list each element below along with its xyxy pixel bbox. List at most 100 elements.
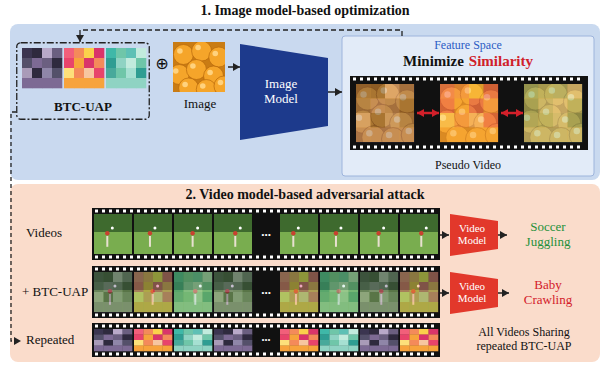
patch-cell (299, 302, 309, 312)
player-body (149, 236, 151, 247)
sprocket-hole (361, 268, 364, 271)
sprocket-hole (479, 78, 482, 81)
sprocket-hole (542, 78, 545, 81)
patch-cell (290, 302, 300, 312)
sprocket-hole (95, 210, 98, 213)
patch-cell (419, 282, 429, 292)
sprocket-hole (472, 146, 475, 149)
patch-cell (233, 282, 243, 292)
patch-cell (22, 58, 32, 68)
orange-highlight (200, 83, 206, 89)
patch-cell (163, 282, 173, 292)
sprocket-hole (242, 353, 245, 356)
patch-cell (419, 292, 429, 302)
patch-cell (429, 282, 439, 292)
sprocket-hole (277, 353, 280, 356)
sprocket-hole (312, 353, 315, 356)
sprocket-hole (354, 268, 357, 271)
patch-cell (429, 340, 439, 346)
sprocket-hole (465, 78, 468, 81)
sprocket-hole (458, 78, 461, 81)
patch-cell (214, 302, 224, 312)
grass (360, 232, 398, 254)
patch-cell (290, 346, 300, 352)
patch-cell (330, 292, 340, 302)
flow-arrow (498, 234, 507, 236)
sprocket-hole (396, 210, 399, 213)
sprocket-hole (151, 325, 154, 328)
uap-patch (440, 84, 498, 142)
sprocket-hole (319, 314, 322, 317)
sprocket-hole (305, 314, 308, 317)
patch-cell (32, 48, 42, 58)
uap-patch (174, 272, 212, 312)
model-label: Video Model (453, 281, 491, 304)
sprocket-hole (228, 256, 231, 259)
patch-cell (74, 58, 84, 68)
patch-cell (153, 340, 163, 346)
patch-cell (134, 302, 144, 312)
sprocket-hole (382, 210, 385, 213)
sprocket-hole (109, 268, 112, 271)
patch-cell (568, 128, 583, 143)
patch-cell (309, 272, 319, 282)
sprocket-hole (186, 256, 189, 259)
sprocket-hole (493, 78, 496, 81)
trees (400, 214, 438, 232)
patch-cell (174, 329, 184, 335)
patch-cell (339, 292, 349, 302)
sprocket-hole (158, 268, 161, 271)
patch-cell (400, 340, 410, 346)
patch-cell (455, 84, 470, 99)
sprocket-hole (381, 146, 384, 149)
patch-cell (440, 113, 455, 128)
patch-cell (419, 272, 429, 282)
sprocket-hole (179, 314, 182, 317)
patch-cell (134, 292, 144, 302)
sprocket-hole (333, 256, 336, 259)
patch-cell (400, 282, 410, 292)
sprocket-hole (417, 268, 420, 271)
sprocket-hole (375, 256, 378, 259)
patch-cell (370, 335, 380, 341)
sprocket-hole (333, 210, 336, 213)
sprocket-hole (291, 353, 294, 356)
patch-cell (113, 272, 123, 282)
patch-cell (410, 272, 420, 282)
uap-patch (64, 48, 104, 88)
uap-patch (360, 329, 398, 351)
sprocket-hole (368, 210, 371, 213)
sprocket-hole (319, 256, 322, 259)
patch-cell (94, 302, 104, 312)
sprocket-hole (368, 353, 371, 356)
sprocket-hole (109, 314, 112, 317)
patch-cell (330, 302, 340, 312)
sprocket-hole (193, 314, 196, 317)
patch-cell (193, 302, 203, 312)
sprocket-hole (102, 268, 105, 271)
patch-cell (290, 282, 300, 292)
sprocket-hole (500, 146, 503, 149)
patch-cell (126, 68, 136, 78)
patch-cell (203, 335, 213, 341)
patch-cell (400, 84, 415, 99)
sprocket-hole (249, 268, 252, 271)
sprocket-hole (563, 146, 566, 149)
patch-cell (193, 282, 203, 292)
patch-cell (123, 292, 133, 302)
patch-cell (184, 282, 194, 292)
patch-cell (290, 292, 300, 302)
patch-cell (84, 48, 94, 58)
sprocket-hole (95, 325, 98, 328)
sprocket-hole (382, 256, 385, 259)
patch-cell (400, 329, 410, 335)
patch-cell (113, 346, 123, 352)
sprocket-hole (270, 256, 273, 259)
patch-cell (309, 340, 319, 346)
sprocket-hole (116, 268, 119, 271)
sprocket-hole (130, 256, 133, 259)
patch-cell (568, 99, 583, 114)
patch-cell (330, 282, 340, 292)
patch-cell (299, 340, 309, 346)
sprocket-hole (123, 256, 126, 259)
